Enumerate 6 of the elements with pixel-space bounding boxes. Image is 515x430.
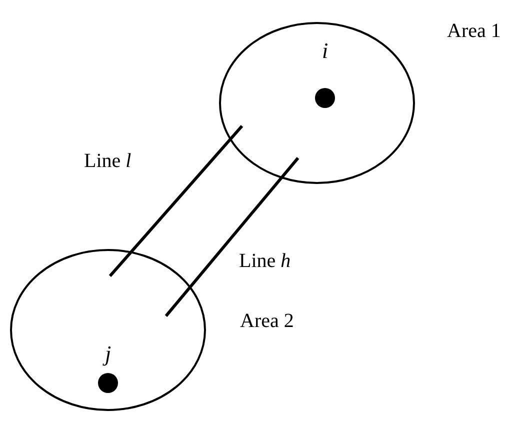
- connecting-line: [108, 125, 244, 277]
- area-label: Area 2: [240, 310, 294, 333]
- area-label: Area 1: [447, 20, 501, 43]
- point-label: i: [322, 40, 328, 62]
- connecting-line: [164, 157, 300, 317]
- point-label: j: [104, 343, 112, 365]
